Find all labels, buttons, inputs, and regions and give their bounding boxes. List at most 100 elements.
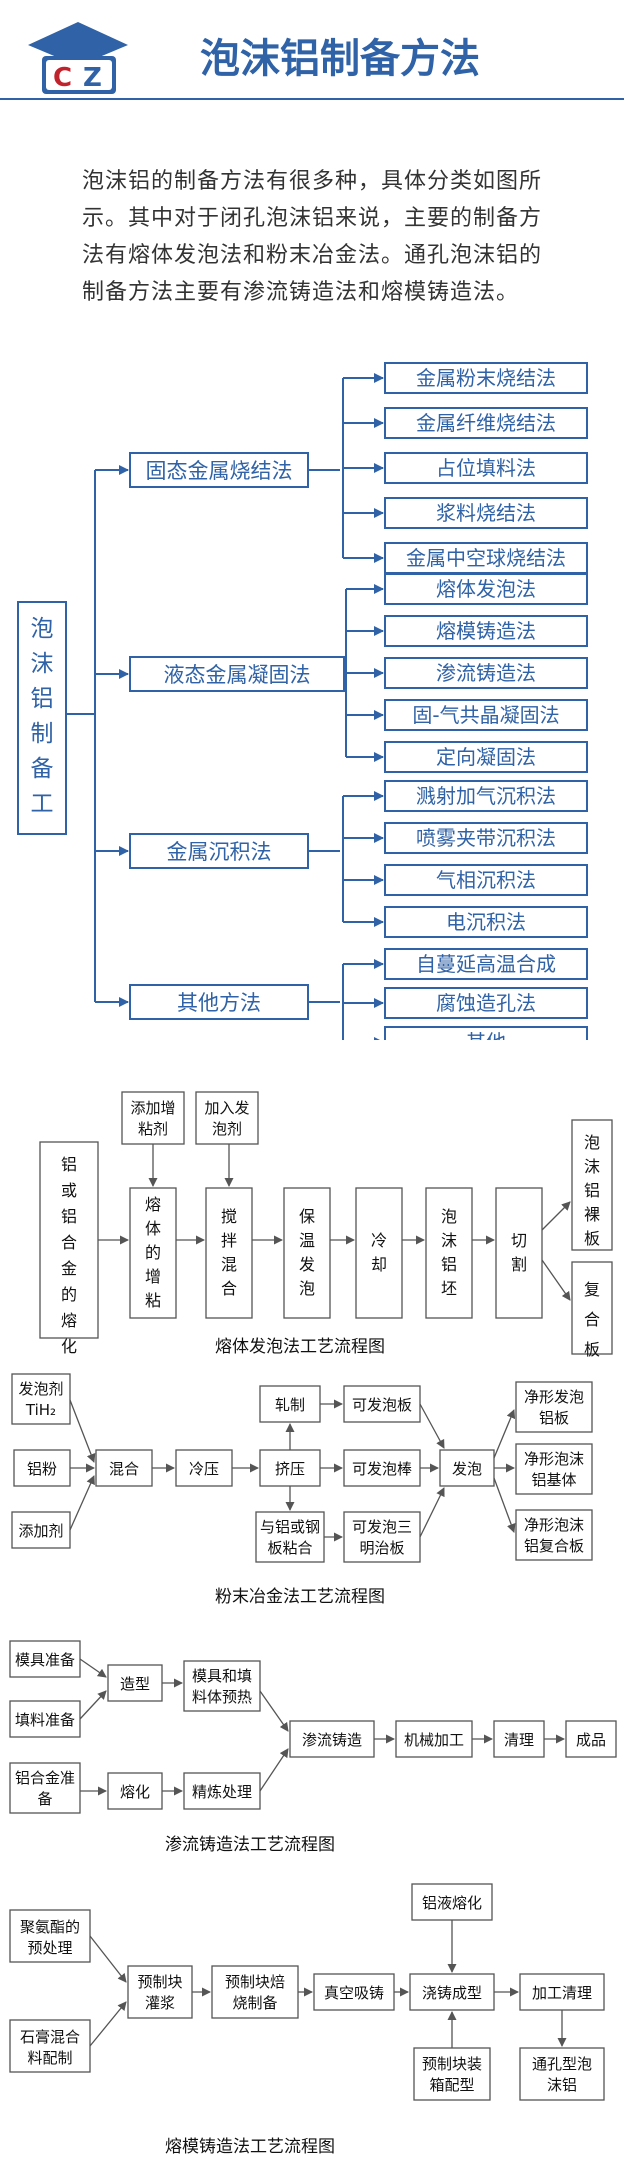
- leaf-box: [384, 573, 588, 605]
- logo-letter-z: Z: [83, 63, 102, 93]
- flow2-plate-b-label: 可发泡棒: [352, 1460, 412, 1478]
- flow2-plate-c-box: [343, 1511, 421, 1563]
- leaf-label: 熔体发泡法: [436, 577, 536, 601]
- flow2-in1-label: 发泡剂: [18, 1380, 63, 1398]
- category-label-other: 其他方法: [177, 991, 261, 1015]
- flow3-shape-box: [107, 1664, 163, 1702]
- flow4-caption: 熔模铸造法工艺流程图: [165, 2137, 335, 2157]
- category-label-deposition: 金属沉积法: [167, 840, 272, 864]
- leaf-box: [384, 822, 588, 854]
- flow1-add2-label: 加入发: [204, 1099, 249, 1117]
- leaf-label: 熔模铸造法: [436, 619, 536, 643]
- flow2-in3-label: 添加剂: [18, 1522, 63, 1540]
- flow2-foam-label: 发泡: [452, 1460, 482, 1478]
- flow3-melt-box: [107, 1772, 163, 1810]
- header: C Z 泡沫铝制备方法: [0, 22, 624, 100]
- root-char: 泡: [31, 616, 54, 642]
- flow4-pu-box: [9, 1909, 91, 1963]
- flow3-machine-label: 机械加工: [404, 1731, 464, 1749]
- leaf-box: [384, 1026, 588, 1040]
- flow1-out1-label: 裸: [584, 1205, 600, 1224]
- flow1-step-label: 温: [299, 1231, 315, 1250]
- flow1-step-label: 合: [221, 1279, 237, 1298]
- logo-icon: C Z: [28, 22, 128, 94]
- flow3-mold-box: [9, 1640, 81, 1678]
- flow1-step-label: 泡: [441, 1207, 457, 1226]
- flowchart-investment-casting: 聚氨酯的预处理石膏混合料配制预制块灌浆预制块焙烧制备真空吸铸浇铸成型加工清理铝液…: [9, 1883, 605, 2157]
- flow3-mold-label: 模具准备: [15, 1651, 75, 1669]
- flow1-step-label: 保: [299, 1207, 315, 1226]
- flow4-vac-box: [313, 1973, 395, 2011]
- leaf-label: 溅射加气沉积法: [416, 784, 556, 808]
- flow1-out2-label: 合: [584, 1310, 600, 1329]
- flow2-out3-label: 铝复合板: [524, 1537, 584, 1555]
- flow2-out2-box: [515, 1443, 593, 1495]
- leaf-box: [384, 864, 588, 896]
- flow1-step-box: [495, 1187, 543, 1319]
- leaf-box: [384, 452, 588, 484]
- flow1-out1-label: 板: [584, 1229, 600, 1248]
- flow4-bake-label: 烧制备: [232, 1994, 277, 2012]
- flow4-box-label: 预制块装: [422, 2055, 482, 2073]
- flow3-machine-box: [395, 1720, 473, 1758]
- flow2-out1-label: 净形发泡: [524, 1388, 584, 1406]
- flowchart-melt-foaming: 铝或铝合金的熔化添加增粘剂加入发泡剂熔体的增粘搅拌混合保温发泡冷却泡沫铝坯切割泡…: [39, 1091, 613, 1359]
- intro-line: 示。其中对于闭孔泡沫铝来说，主要的制备方: [82, 206, 543, 231]
- flow4-out-label: 沫铝: [547, 2076, 577, 2094]
- category-box-liquid: [129, 656, 345, 692]
- flow1-step-label: 泡: [299, 1279, 315, 1298]
- page-title: 泡沫铝制备方法: [200, 36, 480, 82]
- leaf-box: [384, 906, 588, 938]
- flow4-bake-label: 预制块焙: [225, 1973, 285, 1991]
- flow4-gyp-label: 石膏混合: [20, 2028, 80, 2046]
- flow3-alloy-box: [9, 1762, 81, 1814]
- flow2-out3-box: [515, 1509, 593, 1561]
- classification-tree: 泡 沫 铝 制 备 工 固态金属烧结法 液态金属凝固法 金属沉积法 其他方法 金…: [17, 362, 588, 1040]
- flow1-step-box: [355, 1187, 403, 1319]
- flow1-caption: 熔体发泡法工艺流程图: [215, 1337, 385, 1357]
- leaf-box: [384, 987, 588, 1019]
- leaf-label: 定向凝固法: [436, 745, 536, 769]
- flow3-alloy-label: 铝合金准: [15, 1769, 75, 1787]
- flow1-add1-label: 添加增: [130, 1099, 175, 1117]
- intro-line: 法有熔体发泡法和粉末冶金法。通孔泡沫铝的: [82, 243, 543, 268]
- flow1-start-label: 金: [61, 1259, 77, 1278]
- flow1-step-label: 沫: [441, 1231, 457, 1250]
- flow2-plate-c-label: 明治板: [359, 1539, 404, 1557]
- leaf-box: [384, 948, 588, 980]
- flow2-mix-box: [95, 1449, 153, 1487]
- leaf-label: 电沉积法: [446, 910, 526, 934]
- leaf-box: [384, 780, 588, 812]
- flow1-add1-label: 粘剂: [138, 1120, 168, 1138]
- flow1-out1-label: 铝: [584, 1181, 600, 1200]
- leaf-box: [384, 362, 588, 394]
- leaf-box: [384, 497, 588, 529]
- flow1-step-label: 熔: [145, 1195, 161, 1214]
- flow2-in1-box: [11, 1373, 71, 1425]
- flow1-step-label: 却: [371, 1255, 387, 1274]
- flow3-clean-label: 清理: [504, 1731, 534, 1749]
- flow4-melt-box: [411, 1883, 493, 1921]
- flowchart-infiltration-casting: 模具准备填料准备铝合金准备造型模具和填料体预热熔化精炼处理渗流铸造机械加工清理成…: [9, 1640, 617, 1855]
- flow3-infil-box: [289, 1720, 375, 1758]
- flow2-bond-label: 板粘合: [267, 1539, 312, 1557]
- flow4-pour-label: 预制块: [137, 1973, 182, 1991]
- flow1-step-label: 切: [511, 1231, 527, 1250]
- flow2-out2-label: 净形泡沫: [524, 1450, 584, 1468]
- flow2-cold-label: 冷压: [189, 1460, 219, 1478]
- intro-line: 泡沫铝的制备方法有很多种，具体分类如图所: [82, 169, 543, 194]
- flow1-start-label: 的: [61, 1285, 77, 1304]
- root-char: 工: [31, 791, 54, 817]
- leaf-box: [384, 699, 588, 731]
- flow1-start-label: 铝: [61, 1207, 77, 1226]
- flow4-pu-label: 聚氨酯的: [20, 1918, 80, 1936]
- category-label-liquid: 液态金属凝固法: [164, 663, 311, 687]
- flowchart-powder-metallurgy: 发泡剂TiH₂铝粉添加剂混合冷压挤压轧制与铝或钢板粘合可发泡板可发泡棒可发泡三明…: [11, 1373, 593, 1607]
- flow1-step-label: 铝: [441, 1255, 457, 1274]
- flow1-step-box: [283, 1187, 331, 1319]
- flow2-roll-label: 轧制: [275, 1396, 305, 1414]
- flow4-finish-box: [519, 1973, 605, 2011]
- flow4-gyp-label: 料配制: [27, 2049, 72, 2067]
- flow2-in1-label: TiH₂: [25, 1401, 56, 1419]
- flow3-shape-label: 造型: [120, 1675, 150, 1693]
